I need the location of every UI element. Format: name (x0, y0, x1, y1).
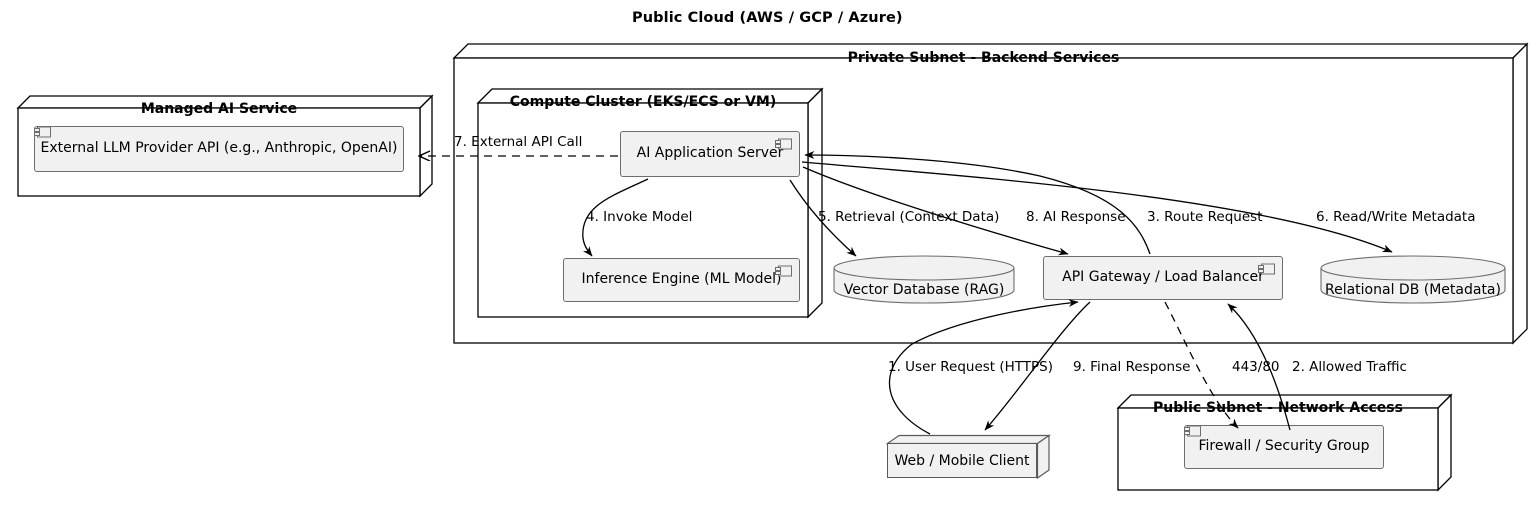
component-ai-application-server[interactable]: AI Application Server (620, 131, 800, 177)
edge-label-9: 9. Final Response (1073, 359, 1191, 375)
container-title-public-subnet: Public Subnet - Network Access (1153, 400, 1403, 416)
edge-label-7: 7. External API Call (454, 134, 583, 150)
component-icon (34, 126, 51, 138)
component-api-gateway-load-balancer[interactable]: API Gateway / Load Balancer (1043, 256, 1283, 300)
component-external-llm-provider-api[interactable]: External LLM Provider API (e.g., Anthrop… (34, 126, 404, 172)
edge-label-443-80: 443/80 (1232, 359, 1280, 375)
database-label-vector-database: Vector Database (RAG) (843, 282, 1005, 298)
component-label-firewall: Firewall / Security Group (1198, 438, 1370, 454)
component-icon (775, 265, 792, 277)
edge-label-6: 6. Read/Write Metadata (1316, 209, 1476, 225)
database-vector-database[interactable]: Vector Database (RAG) (833, 255, 1015, 304)
component-icon (1258, 263, 1275, 275)
edge-label-1: 1. User Request (HTTPS) (888, 359, 1054, 375)
edge-label-2: 2. Allowed Traffic (1292, 359, 1407, 375)
component-icon (775, 138, 792, 150)
database-label-relational-db: Relational DB (Metadata) (1325, 282, 1501, 298)
container-title-managed-ai-service: Managed AI Service (140, 101, 298, 117)
component-label-api-gateway: API Gateway / Load Balancer (1062, 269, 1264, 285)
edge-label-4: 4. Invoke Model (586, 209, 693, 225)
component-label-external-llm: External LLM Provider API (e.g., Anthrop… (40, 140, 398, 156)
component-label-inference-engine: Inference Engine (ML Model) (581, 271, 782, 287)
node-web-mobile-client[interactable]: Web / Mobile Client (885, 434, 1051, 480)
component-inference-engine[interactable]: Inference Engine (ML Model) (563, 258, 800, 302)
diagram-title: Public Cloud (AWS / GCP / Azure) (632, 10, 903, 26)
container-managed-ai-service: Managed AI Service External LLM Provider… (16, 94, 434, 198)
component-icon (1184, 425, 1201, 437)
edge-label-3: 3. Route Request (1147, 209, 1263, 225)
database-relational-db[interactable]: Relational DB (Metadata) (1320, 255, 1506, 304)
node-label-web-mobile-client: Web / Mobile Client (894, 452, 1030, 469)
edge-label-8: 8. AI Response (1026, 209, 1126, 225)
edge-label-5: 5. Retrieval (Context Data) (818, 209, 1000, 225)
component-firewall-security-group[interactable]: Firewall / Security Group (1184, 425, 1384, 469)
container-title-private-subnet: Private Subnet - Backend Services (847, 50, 1120, 66)
container-title-compute-cluster: Compute Cluster (EKS/ECS or VM) (509, 94, 777, 110)
container-public-subnet: Public Subnet - Network Access Firewall … (1116, 393, 1453, 492)
component-label-ai-application-server: AI Application Server (636, 145, 784, 161)
